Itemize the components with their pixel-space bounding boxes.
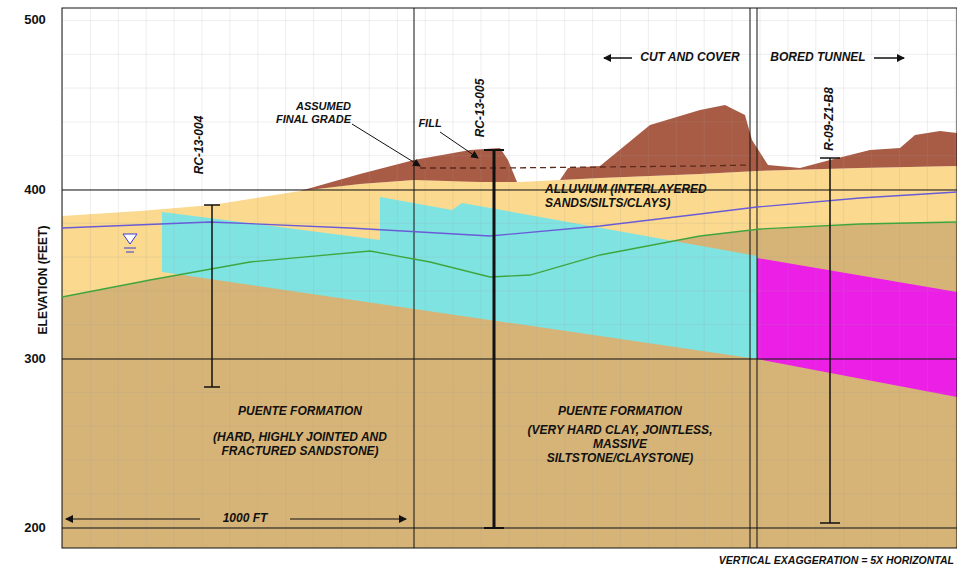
dimension-label: 1000 FT [223,512,268,526]
extent-arrow [874,57,904,59]
axis-tick: 400 [24,183,46,198]
puente-top-line [62,222,957,297]
borehole-label: R-09-Z1-B8 [823,87,837,150]
axis-title: ELEVATION (FEET) [37,226,51,335]
axis-tick: 500 [24,13,46,28]
layer-label: PUENTE FORMATION [238,405,362,419]
extent-label: BORED TUNNEL [770,51,865,65]
callout-label: FILL [418,117,441,130]
dimension-line [66,519,200,520]
callout-label: ASSUMED FINAL GRADE [273,100,351,125]
axis-tick: 200 [24,521,46,536]
borehole-label: RC-13-004 [193,116,207,175]
water-symbol [123,234,137,252]
major-grid [62,8,957,548]
grid [62,8,957,548]
water-table [62,192,957,236]
note: VERTICAL EXAGGERATION = 5X HORIZONTAL [719,554,954,566]
extent-label: CUT AND COVER [640,51,740,65]
layer-description: (HARD, HIGHLY JOINTED AND FRACTURED SAND… [205,431,395,459]
borehole-label: RC-13-005 [474,79,488,138]
axis-tick: 300 [24,352,46,367]
layer-label: ALLUVIUM (INTERLAYERED SANDS/SILTS/CLAYS… [545,183,765,211]
leader-line [440,132,478,158]
layer-label: PUENTE FORMATION [558,405,682,419]
dimension-line [290,519,406,520]
layer-description: (VERY HARD CLAY, JOINTLESS, MASSIVE SILT… [520,424,720,465]
plot-ground [62,8,957,548]
leader-line [352,124,420,166]
extent-arrow [604,57,632,59]
boreholes [204,150,840,528]
final-grade-line [420,165,750,168]
